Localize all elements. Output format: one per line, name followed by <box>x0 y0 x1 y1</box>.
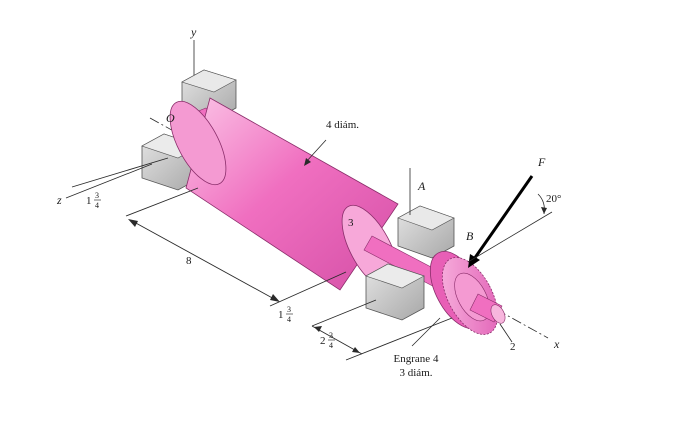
bearing-a-front <box>365 263 425 321</box>
label-x-axis: x <box>553 337 560 351</box>
label-angle: 20° <box>546 193 561 205</box>
diameter-leader-head <box>304 158 311 166</box>
svg-text:4: 4 <box>287 315 291 324</box>
label-dim-8: 8 <box>186 255 192 267</box>
svg-text:1: 1 <box>86 195 92 207</box>
angle-reference-line <box>467 211 553 263</box>
dim-line-134-left-ext <box>71 157 169 188</box>
dim-line-8-ext-left <box>125 187 199 217</box>
svg-text:2: 2 <box>320 335 326 347</box>
dim-234-arrow <box>314 326 322 332</box>
label-gear-name: Engrane 4 <box>394 353 439 365</box>
dim-line-8-ext-right <box>269 271 347 307</box>
label-z-axis: z <box>56 193 62 207</box>
label-force-f: F <box>537 155 546 169</box>
gear-leader <box>411 317 441 347</box>
label-point-o: O <box>166 111 175 125</box>
svg-text:3: 3 <box>95 191 99 200</box>
svg-text:1: 1 <box>278 309 284 321</box>
svg-text:4: 4 <box>329 341 333 350</box>
svg-text:3: 3 <box>329 331 333 340</box>
label-point-a: A <box>417 179 426 193</box>
force-arrow <box>468 175 534 268</box>
label-point-b: B <box>466 229 474 243</box>
label-cylinder-3: 3 <box>348 217 354 229</box>
diameter-leader <box>305 139 327 163</box>
label-dim-134-bottom: 1 3 4 <box>278 305 293 324</box>
main-cylinder <box>169 97 399 291</box>
dim-line-2 <box>499 323 513 343</box>
dim-8-arrow-right <box>270 294 280 302</box>
label-gear-diameter: 3 diám. <box>400 367 433 379</box>
label-dim-2: 2 <box>510 341 516 353</box>
z-axis-line <box>65 163 153 199</box>
svg-text:3: 3 <box>287 305 291 314</box>
dim-line-8 <box>133 221 277 301</box>
angle-arc-head <box>541 207 547 214</box>
svg-text:4: 4 <box>95 201 99 210</box>
label-dim-234: 2 3 4 <box>320 331 335 350</box>
label-dim-134-left: 1 3 4 <box>86 191 101 210</box>
dim-line-234-ext <box>311 299 377 327</box>
dim-line-gear-ext <box>345 317 453 361</box>
bearing-a-back <box>397 205 455 259</box>
label-cylinder-diameter: 4 diám. <box>326 119 359 131</box>
shaft-end <box>469 293 506 324</box>
dim-8-arrow-left <box>128 219 138 227</box>
label-y-axis: y <box>190 25 197 39</box>
dim-234-arrow-right <box>352 347 360 353</box>
